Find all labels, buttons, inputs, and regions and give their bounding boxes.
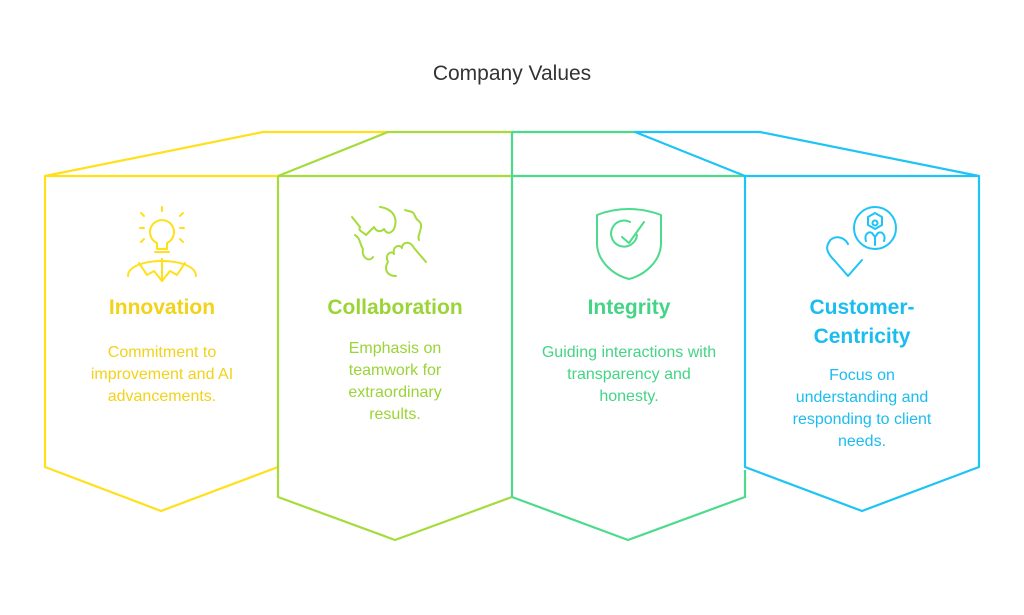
column-integrity-shape <box>510 130 747 542</box>
value-description: Focus on understanding and responding to… <box>792 367 932 450</box>
handshake-icon <box>351 206 427 277</box>
value-heading: Customer-Centricity <box>809 296 915 348</box>
value-integrity: Integrity Guiding interactions with tran… <box>512 293 746 408</box>
value-heading: Collaboration <box>327 296 463 319</box>
lightbulb-person-icon <box>127 206 197 282</box>
value-innovation: Innovation Commitment to improvement and… <box>45 293 279 408</box>
heart-customer-icon <box>826 206 897 277</box>
value-description: Commitment to improvement and AI advance… <box>90 344 234 405</box>
diagram-title: Company Values <box>432 62 592 85</box>
column-collaboration-shape <box>276 130 513 542</box>
value-description: Guiding interactions with transparency a… <box>541 344 717 405</box>
shield-check-icon <box>596 208 662 280</box>
value-heading: Integrity <box>587 296 671 319</box>
value-heading: Innovation <box>108 296 216 319</box>
value-description: Emphasis on teamwork for extraordinary r… <box>348 340 442 423</box>
column-innovation-shape <box>43 130 388 513</box>
value-collaboration: Collaboration Emphasis on teamwork for e… <box>278 293 512 426</box>
column-customer-shape <box>633 130 981 513</box>
value-customer-centricity: Customer-Centricity Focus on understandi… <box>745 293 979 453</box>
